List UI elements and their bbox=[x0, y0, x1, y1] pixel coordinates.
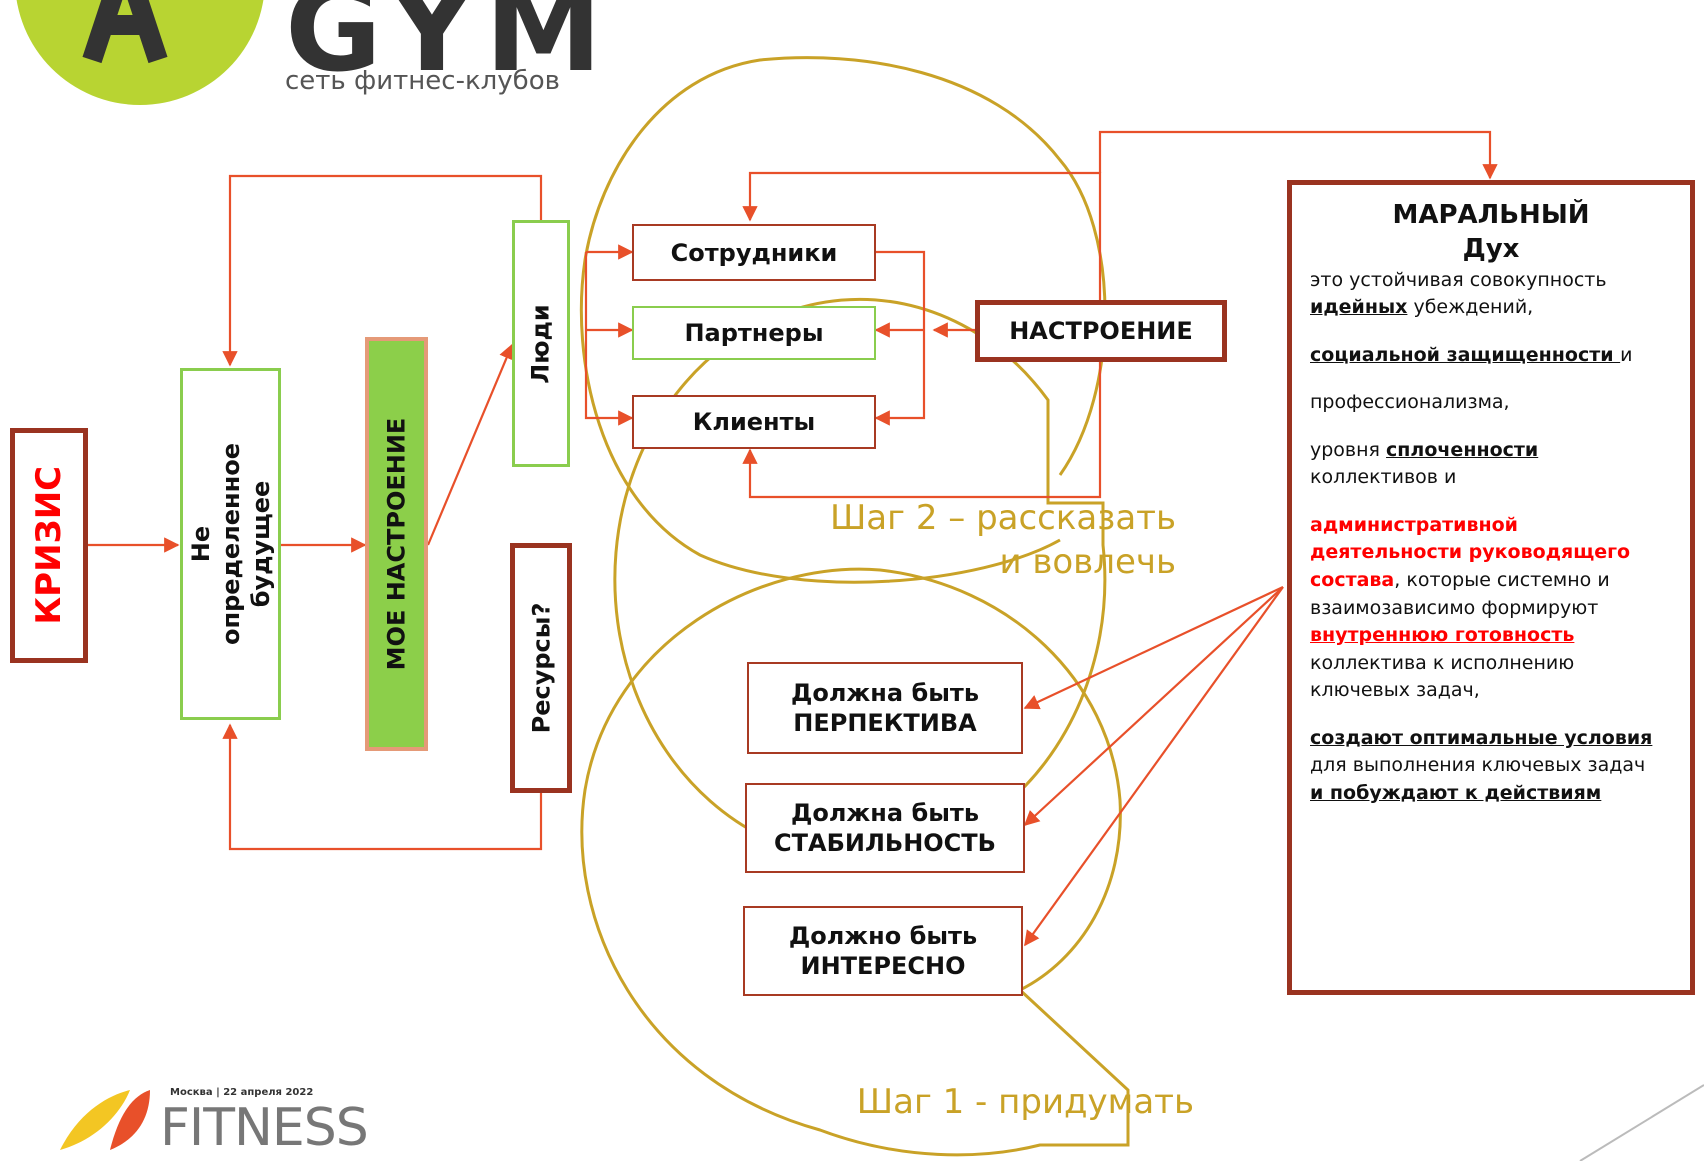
node-future: Не определенное будущее bbox=[180, 368, 281, 720]
moral-readiness: внутреннюю готовность bbox=[1310, 624, 1575, 647]
moral-and: и bbox=[1620, 343, 1633, 366]
moral-motivate: и побуждают к действиям bbox=[1310, 781, 1602, 804]
moral-title-2: Дух bbox=[1462, 233, 1520, 264]
node-my-mood-label: МОЕ НАСТРОЕНИЕ bbox=[382, 417, 411, 671]
moral-collectives: коллективов и bbox=[1310, 466, 1457, 489]
node-perspective: Должна быть ПЕРПЕКТИВА bbox=[747, 662, 1023, 754]
node-nastroenie: НАСТРОЕНИЕ bbox=[975, 300, 1227, 362]
step2-label: Шаг 2 – рассказать и вовлечь bbox=[820, 496, 1176, 584]
event-date: Москва | 22 апреля 2022 bbox=[170, 1087, 314, 1098]
step2-line1: Шаг 2 – рассказать bbox=[829, 498, 1176, 538]
node-my-mood: МОЕ НАСТРОЕНИЕ bbox=[365, 337, 428, 751]
connectors bbox=[88, 130, 1498, 947]
moral-systemic: , которые системно и взаимозависимо форм… bbox=[1310, 568, 1610, 619]
node-employees: Сотрудники bbox=[632, 224, 876, 281]
moral-title-1: МАРАЛЬНЫЙ bbox=[1392, 200, 1590, 230]
step2-bubble bbox=[613, 297, 1107, 861]
corner-line bbox=[1579, 1084, 1704, 1161]
node-interesting: Должно быть ИНТЕРЕСНО bbox=[743, 906, 1023, 996]
fitness-logo-icon bbox=[60, 1090, 150, 1150]
moral-beliefs: убеждений, bbox=[1407, 296, 1534, 319]
node-crisis-label: КРИЗИС bbox=[28, 466, 69, 625]
node-partners: Партнеры bbox=[632, 306, 876, 360]
node-resources-label: Ресурсы? bbox=[527, 602, 555, 734]
fitness-wordmark: FITNESS bbox=[160, 1098, 369, 1158]
node-stability: Должна быть СТАБИЛЬНОСТЬ bbox=[745, 783, 1025, 873]
moral-tasks: коллектива к исполнению ключевых задач, bbox=[1310, 651, 1575, 702]
step1-label: Шаг 1 - придумать bbox=[856, 1082, 1194, 1122]
moral-line-1: это устойчивая совокупность bbox=[1310, 268, 1607, 291]
moral-professionalism: профессионализма, bbox=[1310, 391, 1510, 414]
step1-bubble-arc bbox=[580, 567, 1130, 1157]
step2-bubble-arc bbox=[579, 56, 1107, 584]
moral-level: уровня bbox=[1310, 438, 1387, 461]
moral-conditions: создают оптимальные условия bbox=[1310, 726, 1653, 749]
gym-logo-circle bbox=[16, 0, 264, 105]
moral-admin: административной деятельности руководяще… bbox=[1310, 513, 1631, 591]
node-people-label: Люди bbox=[527, 303, 555, 384]
node-clients: Клиенты bbox=[632, 395, 876, 449]
moral-ideological: идейных bbox=[1310, 296, 1408, 319]
moral-cohesion: сплоченности bbox=[1386, 438, 1539, 461]
node-future-label: Не определенное будущее bbox=[186, 443, 275, 645]
moral-for-tasks: для выполнения ключевых задач bbox=[1310, 754, 1646, 777]
moral-spirit-box: МАРАЛЬНЫЙ Дух это устойчивая совокупност… bbox=[1287, 180, 1695, 995]
node-resources: Ресурсы? bbox=[510, 543, 572, 793]
node-people: Люди bbox=[512, 220, 570, 467]
node-crisis: КРИЗИС bbox=[10, 428, 88, 663]
step2-line2: и вовлечь bbox=[999, 542, 1176, 583]
logo-tagline: сеть фитнес-клубов bbox=[285, 66, 560, 96]
logo-wordmark: GYM bbox=[285, 0, 613, 98]
moral-social: социальной защищенности bbox=[1310, 343, 1621, 366]
